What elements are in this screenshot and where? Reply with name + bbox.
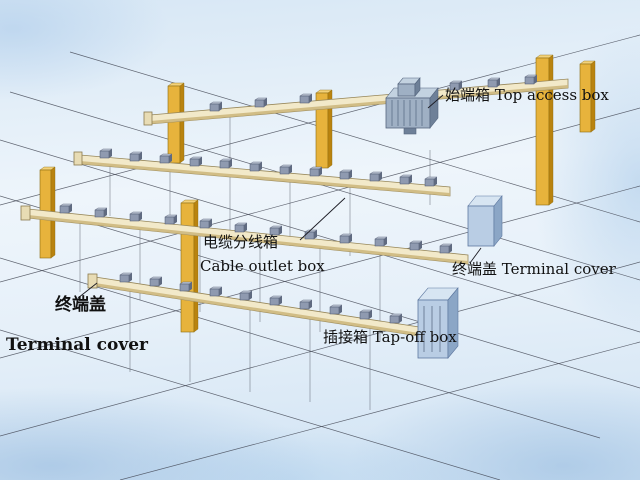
label-cable-outlet-box-zh: 电缆分线箱 xyxy=(203,233,278,251)
label-terminal-cover-left-en: Terminal cover xyxy=(6,335,149,355)
support-column xyxy=(180,199,199,333)
label-terminal-cover-right: 终端盖 Terminal cover xyxy=(452,260,617,278)
leader-lines xyxy=(77,94,482,299)
top-access-box-device xyxy=(385,77,439,135)
terminal-cover-box xyxy=(467,195,503,247)
busway-runs xyxy=(20,78,569,339)
label-tap-off-box: 插接箱 Tap-off box xyxy=(323,328,457,346)
tap-off-box-device xyxy=(417,287,459,359)
label-top-access-box: 始端箱 Top access box xyxy=(445,86,609,104)
support-column xyxy=(535,54,554,206)
labels: 始端箱 Top access box 电缆分线箱 Cable outlet bo… xyxy=(6,86,617,355)
label-cable-outlet-box-en: Cable outlet box xyxy=(200,257,325,275)
support-column xyxy=(579,60,596,133)
support-column xyxy=(167,82,185,164)
busway-run-2 xyxy=(73,151,451,197)
busway-run-3 xyxy=(20,205,469,265)
label-terminal-cover-left-zh: 终端盖 xyxy=(55,294,106,315)
busway-run-top xyxy=(143,78,569,126)
support-column xyxy=(315,89,333,169)
